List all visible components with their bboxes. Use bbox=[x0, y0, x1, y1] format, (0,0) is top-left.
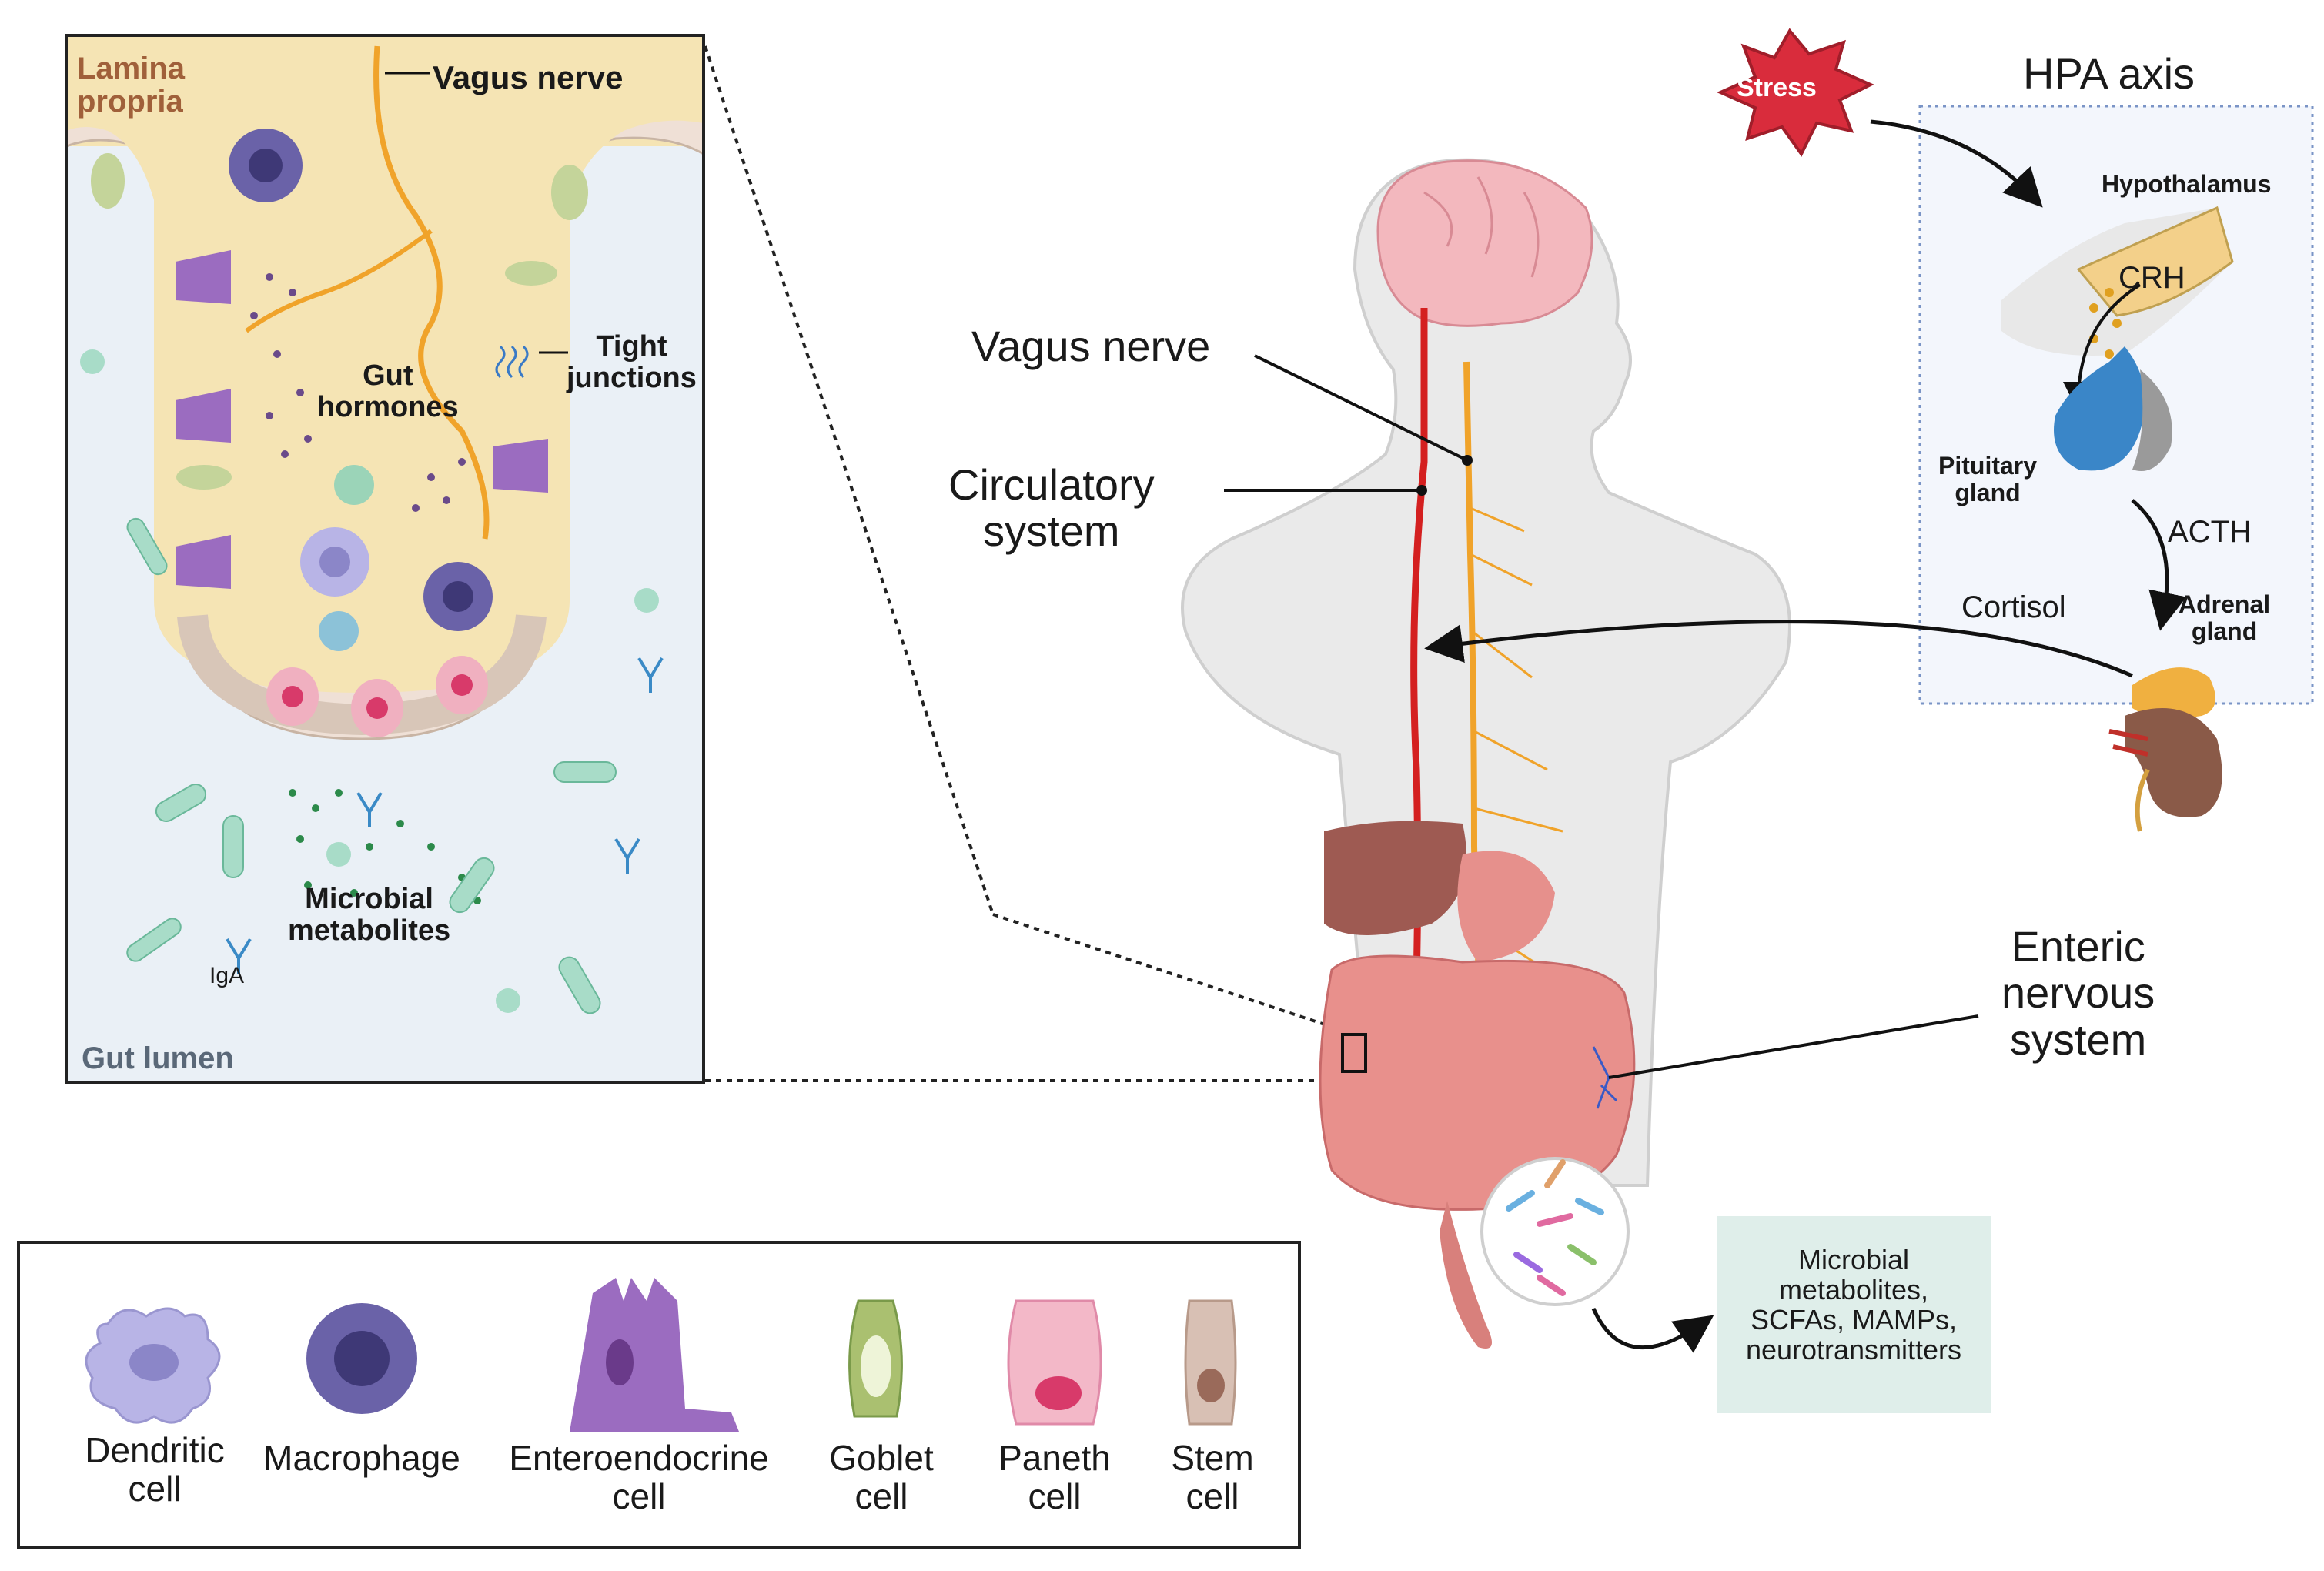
adrenal-gland-shape bbox=[2132, 667, 2215, 719]
microbial-metabolites-inset-label: Microbial metabolites bbox=[288, 883, 451, 948]
legend-enteroendocrine-cell-label: Enteroendocrine cell bbox=[509, 1438, 769, 1516]
zoom-region-marker bbox=[1341, 1033, 1367, 1073]
goblet-cell-icon bbox=[848, 1299, 903, 1418]
acth-arrow bbox=[2131, 499, 2187, 631]
lamina-propria-core bbox=[66, 35, 704, 693]
cortisol-label: Cortisol bbox=[1961, 590, 2066, 624]
goblet-cell bbox=[551, 165, 588, 220]
hpa-axis-title: HPA axis bbox=[2023, 49, 2195, 98]
inset-vagus-nerve-label: Vagus nerve bbox=[433, 59, 624, 95]
microbial-products-label: Microbial metabolites, SCFAs, MAMPs, neu… bbox=[1745, 1244, 1962, 1365]
macrophage-icon bbox=[306, 1303, 417, 1414]
enteroendocrine-cell bbox=[176, 250, 231, 304]
enteroendocrine-cell bbox=[176, 389, 231, 443]
hypothalamus-label: Hypothalamus bbox=[2102, 170, 2272, 198]
liver bbox=[1324, 821, 1466, 935]
legend-stem-cell-label: Stem cell bbox=[1171, 1438, 1254, 1516]
microbiota-circle bbox=[1480, 1157, 1630, 1306]
hypothalamus-shape bbox=[2076, 206, 2234, 317]
adrenal-gland-label: Adrenal gland bbox=[2179, 590, 2271, 645]
intestines bbox=[1319, 954, 1636, 1211]
microbiota-arrow bbox=[1591, 1307, 1714, 1353]
lymphocyte bbox=[334, 465, 374, 505]
goblet-cell bbox=[505, 261, 557, 286]
hpa-axis-panel bbox=[1424, 28, 2314, 832]
stress-arrow bbox=[1870, 119, 2043, 208]
zoom-connector-mid bbox=[992, 913, 1346, 1033]
crh-label: CRH bbox=[2118, 261, 2185, 295]
lumen-particles bbox=[80, 349, 659, 1013]
stress-burst-icon bbox=[1717, 28, 1874, 157]
brain bbox=[1376, 159, 1593, 327]
inset-frame bbox=[65, 34, 705, 1084]
legend-icons bbox=[85, 1278, 1237, 1432]
gut-hormones-label: Gut hormones bbox=[317, 359, 459, 424]
pituitary-anterior bbox=[2054, 346, 2145, 471]
iga-label: IgA bbox=[209, 963, 245, 988]
goblet-cell bbox=[176, 465, 232, 490]
legend-paneth-cell-label: Paneth cell bbox=[998, 1438, 1111, 1516]
enteroendocrine-cell bbox=[176, 535, 231, 589]
zoom-connector-top bbox=[704, 45, 995, 915]
iga-antibodies bbox=[226, 657, 664, 974]
enteroendocrine-cell bbox=[493, 439, 548, 493]
lamina-propria-label: Lamina propria bbox=[77, 52, 186, 119]
microbiota-bacteria bbox=[1506, 1159, 1604, 1296]
enteroendocrine-cell-icon bbox=[570, 1278, 739, 1432]
human-body bbox=[1181, 158, 1791, 1349]
enteric-nervous-system-label: Enteric nervous system bbox=[2001, 922, 2155, 1064]
legend-macrophage-label: Macrophage bbox=[263, 1438, 460, 1478]
lymphocyte bbox=[319, 611, 359, 651]
crh-arrow bbox=[2063, 283, 2142, 413]
pituitary-gland-label: Pituitary gland bbox=[1938, 452, 2038, 506]
ens-pointer bbox=[1608, 1014, 1979, 1079]
legend-goblet-cell-label: Goblet cell bbox=[829, 1438, 934, 1516]
vagus-nerve-label: Vagus nerve bbox=[971, 322, 1211, 370]
metabolite-dots bbox=[289, 789, 481, 904]
gut-lumen-label: Gut lumen bbox=[82, 1041, 234, 1075]
stem-cell-icon bbox=[1184, 1299, 1237, 1426]
stomach bbox=[1457, 851, 1555, 962]
goblet-cell bbox=[91, 153, 125, 209]
tight-junctions-label: Tight junctions bbox=[567, 330, 697, 395]
acth-label: ACTH bbox=[2168, 515, 2252, 549]
paneth-cell-icon bbox=[1007, 1299, 1102, 1426]
legend-frame bbox=[17, 1241, 1301, 1549]
tight-junction-icon bbox=[495, 345, 529, 379]
bacteria bbox=[126, 517, 617, 1014]
hormone-dots bbox=[250, 273, 466, 512]
cortisol-arrow bbox=[1424, 620, 2133, 678]
vagus-pointer bbox=[1254, 354, 1468, 462]
stress-label: Stress bbox=[1737, 73, 1817, 102]
dendritic-cell-icon bbox=[85, 1307, 221, 1424]
circulatory-system-label: Circulatory system bbox=[948, 460, 1155, 556]
inset-panel bbox=[65, 34, 705, 1082]
legend-dendritic-cell-label: Dendritic cell bbox=[85, 1430, 225, 1509]
pituitary-posterior bbox=[2132, 369, 2172, 471]
microbial-products-box bbox=[1717, 1216, 1991, 1413]
inset-vagus-nerve bbox=[373, 45, 490, 540]
kidney-shape bbox=[2125, 708, 2222, 817]
